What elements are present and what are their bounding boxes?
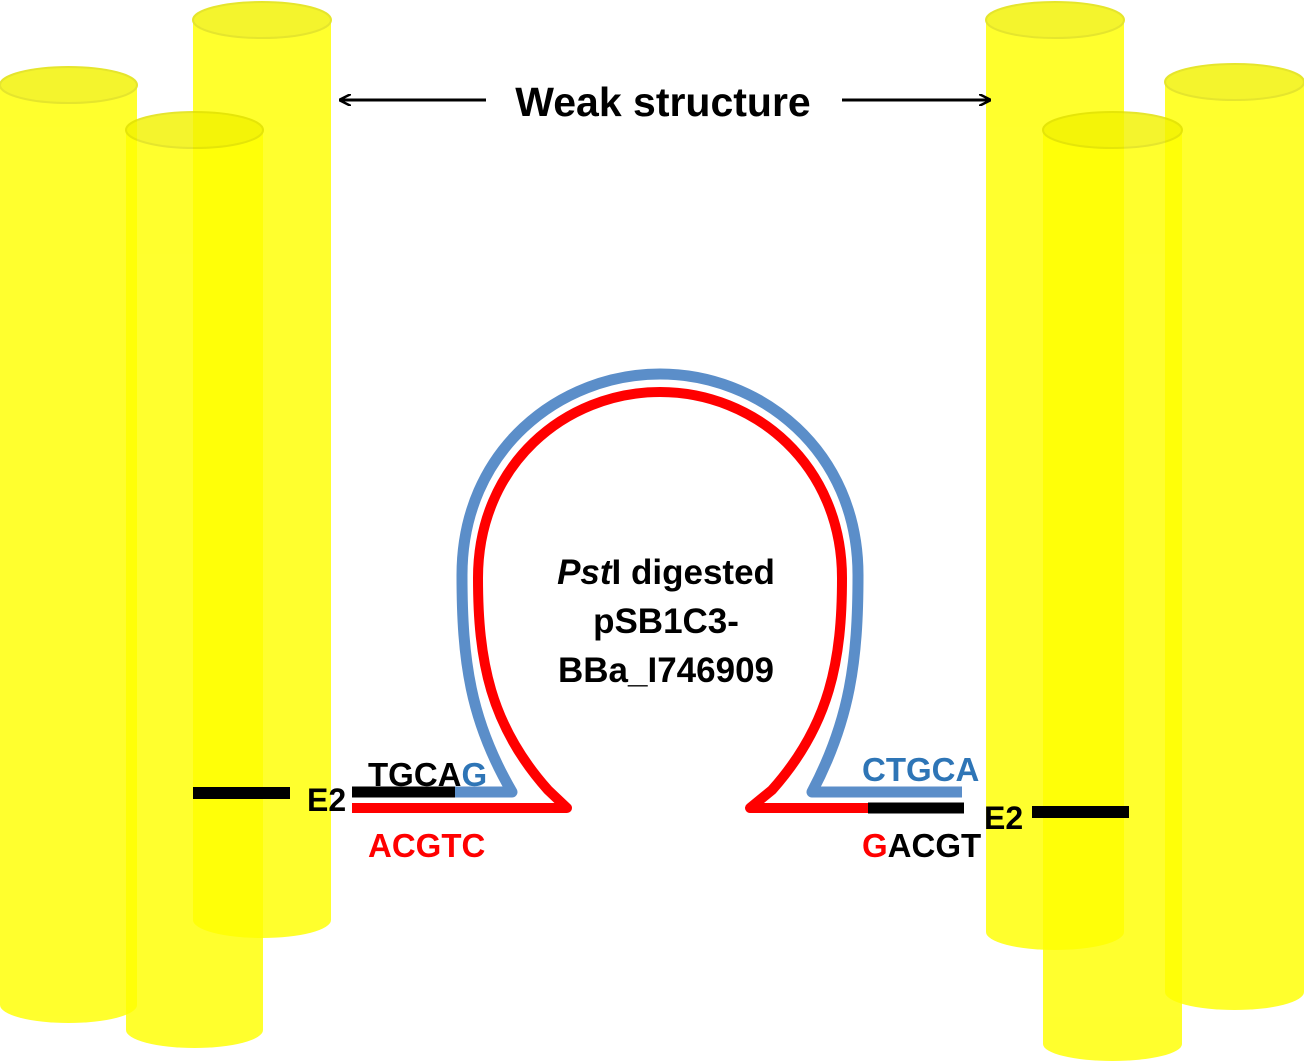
bottom-strand <box>352 387 962 813</box>
center-label-line2: pSB1C3- <box>593 602 739 641</box>
right-bottom-black: ACGT <box>888 827 982 864</box>
left-e2-label: E2 <box>307 782 346 818</box>
left-cylinder-group <box>0 1 332 1048</box>
left-cylinder-back <box>0 66 138 1023</box>
left-e2-bar <box>193 787 290 799</box>
top-strand <box>355 368 962 798</box>
center-label-line1: PstI digested <box>557 553 775 592</box>
right-cylinder-front <box>1042 111 1183 1061</box>
right-top-sequence: CTGCA <box>862 751 979 788</box>
right-e2-bar <box>1032 806 1129 818</box>
right-bottom-sequence: GACGT <box>862 827 981 864</box>
left-cylinder-front <box>125 111 264 1048</box>
right-bottom-colored: G <box>862 827 888 864</box>
right-cylinder-back <box>1164 63 1304 1010</box>
center-label-line3: BBa_I746909 <box>558 651 774 690</box>
right-e2-label: E2 <box>984 800 1023 836</box>
right-cylinder-group <box>985 1 1304 1061</box>
left-top-sequence: TGCAG <box>368 756 487 793</box>
center-label-rest: I digested <box>612 553 775 592</box>
left-bottom-sequence: ACGTC <box>368 827 485 864</box>
plasmid-loop <box>352 368 964 814</box>
left-top-colored: G <box>462 756 488 793</box>
title: Weak structure <box>515 79 810 125</box>
center-label-italic: Pst <box>557 553 613 592</box>
left-top-black: TGCA <box>368 756 462 793</box>
